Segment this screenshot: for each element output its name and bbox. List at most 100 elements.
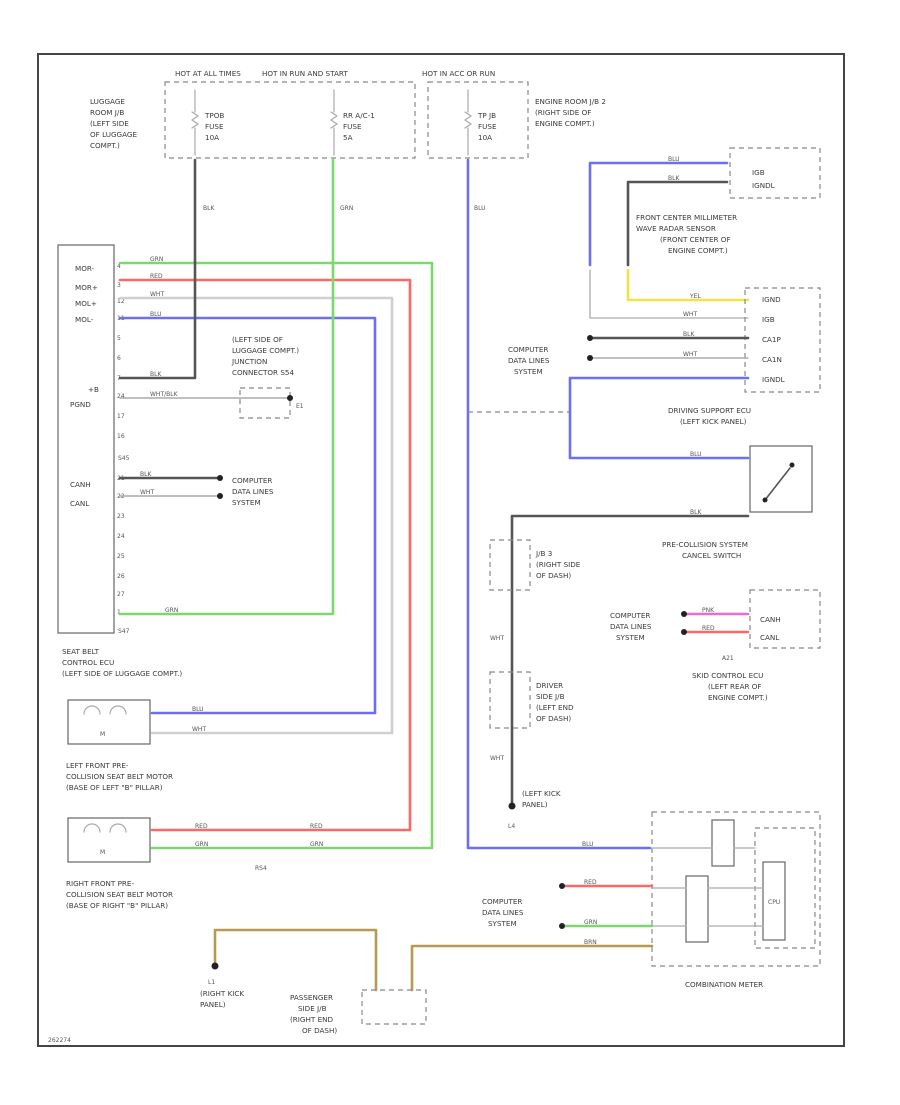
svg-text:COMPUTER: COMPUTER xyxy=(232,476,272,485)
wlabel-wht-5: WHT xyxy=(683,351,697,358)
svg-text:1: 1 xyxy=(117,609,121,616)
meter-internal-wires xyxy=(651,847,764,927)
wlabel-blk-3: BLK xyxy=(668,175,680,182)
dse-canh-terminal xyxy=(587,335,593,341)
skid-canh-terminal xyxy=(681,611,687,617)
passenger-jb-box xyxy=(361,989,427,1025)
svg-text:(BASE OF RIGHT "B" PILLAR): (BASE OF RIGHT "B" PILLAR) xyxy=(66,901,168,910)
jb3-box xyxy=(489,539,531,591)
svg-text:JUNCTION: JUNCTION xyxy=(231,357,267,366)
connector-s45: S45 xyxy=(118,455,130,462)
svg-text:(RIGHT END: (RIGHT END xyxy=(290,1015,333,1024)
svg-text:FUSE: FUSE xyxy=(205,122,224,131)
svg-text:(FRONT CENTER OF: (FRONT CENTER OF xyxy=(660,235,731,244)
wlabel-blk-5: BLK xyxy=(690,509,702,516)
wire-blk-mm xyxy=(626,180,729,267)
svg-text:26: 26 xyxy=(117,573,125,580)
engine-jb-box xyxy=(427,81,529,159)
junction-pin: E1 xyxy=(296,403,304,410)
fuse-symbol-1 xyxy=(191,89,199,156)
dse-pin-igb: IGB xyxy=(762,315,775,324)
mm-wave-sensor-box xyxy=(729,147,821,199)
svg-text:DRIVER: DRIVER xyxy=(536,681,563,690)
luggage-jb-box xyxy=(164,81,416,159)
meter-cpu-label: CPU xyxy=(768,899,780,906)
wlabel-red-5: RED xyxy=(584,879,597,886)
svg-text:COMPUTER: COMPUTER xyxy=(508,345,548,354)
svg-text:CANCEL SWITCH: CANCEL SWITCH xyxy=(682,551,741,560)
junction-connector-box xyxy=(239,387,291,419)
svg-text:4: 4 xyxy=(117,263,121,270)
svg-text:DATA LINES: DATA LINES xyxy=(508,356,550,365)
pcs-cancel-switch-box xyxy=(749,445,813,513)
svg-text:J/B 3: J/B 3 xyxy=(535,549,552,558)
svg-text:OF DASH): OF DASH) xyxy=(302,1026,337,1035)
seat-belt-ecu-label: SEAT BELT CONTROL ECU (LEFT SIDE OF LUGG… xyxy=(62,647,182,678)
fuse-symbol-2 xyxy=(330,89,338,156)
svg-text:10A: 10A xyxy=(205,133,219,142)
combination-meter-box xyxy=(651,811,821,967)
svg-text:(LEFT KICK: (LEFT KICK xyxy=(522,789,561,798)
wire-brn-ground xyxy=(213,928,378,992)
svg-text:SYSTEM: SYSTEM xyxy=(514,367,543,376)
svg-text:25: 25 xyxy=(117,553,125,560)
svg-text:TP JB: TP JB xyxy=(477,111,496,120)
svg-text:3: 3 xyxy=(117,282,121,289)
right-kick-ground xyxy=(211,962,219,970)
wire-blk-pcs xyxy=(510,514,750,807)
right-kick-conn: L1 xyxy=(208,979,215,986)
luggage-room-jb-label: LUGGAGE ROOM J/B (LEFT SIDE OF LUGGAGE C… xyxy=(90,97,137,150)
svg-text:(RIGHT KICK: (RIGHT KICK xyxy=(200,989,244,998)
svg-text:MOR+: MOR+ xyxy=(75,283,98,292)
source-hot-at-all-times: HOT AT ALL TIMES xyxy=(175,69,241,78)
svg-text:SIDE J/B: SIDE J/B xyxy=(536,692,565,701)
svg-text:DATA LINES: DATA LINES xyxy=(232,487,274,496)
pcs-switch-symbol xyxy=(764,467,791,501)
wlabel-whtblk-1: WHT/BLK xyxy=(150,391,179,398)
svg-text:SKID CONTROL ECU: SKID CONTROL ECU xyxy=(692,671,763,680)
svg-text:MOR-: MOR- xyxy=(75,264,95,273)
wlabel-blk-2: BLK xyxy=(140,471,152,478)
left-motor-box xyxy=(67,699,151,745)
jb3-label: J/B 3 (RIGHT SIDE OF DASH) xyxy=(535,549,581,580)
wire-wht-mm xyxy=(589,269,749,319)
svg-text:(LEFT KICK PANEL): (LEFT KICK PANEL) xyxy=(680,417,747,426)
connector-rs4: RS4 xyxy=(255,865,267,872)
driver-side-jb-box xyxy=(489,671,531,729)
wlabel-wht-2: WHT xyxy=(140,489,154,496)
svg-text:FUSE: FUSE xyxy=(343,122,362,131)
meter-resistor xyxy=(711,819,735,867)
svg-text:(LEFT SIDE OF: (LEFT SIDE OF xyxy=(232,335,283,344)
mm-pin-igndl: IGNDL xyxy=(752,181,775,190)
wire-blu-mol-minus xyxy=(118,316,377,715)
left-motor-symbol xyxy=(83,705,127,715)
svg-text:17: 17 xyxy=(117,413,125,420)
svg-text:OF DASH): OF DASH) xyxy=(536,571,571,580)
wlabel-blu-5: BLU xyxy=(690,451,702,458)
wlabel-red-1: RED xyxy=(150,273,163,280)
svg-text:OF DASH): OF DASH) xyxy=(536,714,571,723)
seat-belt-ecu-pins: MOR- MOR+ MOL+ MOL- +B PGND CANH CANL xyxy=(70,264,99,508)
driving-support-ecu-box xyxy=(744,287,821,393)
wlabel-wht-3: WHT xyxy=(192,726,206,733)
left-kick-label: (LEFT KICK PANEL) xyxy=(522,789,561,809)
svg-text:RR A/C-1: RR A/C-1 xyxy=(343,111,375,120)
dse-pin-ca1p: CA1P xyxy=(762,335,782,344)
svg-text:12: 12 xyxy=(117,298,125,305)
mm-wave-sensor-label: FRONT CENTER MILLIMETER WAVE RADAR SENSO… xyxy=(636,213,737,255)
svg-text:LUGGAGE COMPT.): LUGGAGE COMPT.) xyxy=(232,346,299,355)
dse-pin-ignd: IGND xyxy=(762,295,781,304)
right-kick-label: (RIGHT KICK PANEL) xyxy=(200,989,244,1009)
skid-conn: A21 xyxy=(722,655,734,662)
wlabel-blu-6: BLU xyxy=(474,205,486,212)
wlabel-pnk: PNK xyxy=(702,607,715,614)
wlabel-blk-4: BLK xyxy=(683,331,695,338)
svg-text:CANH: CANH xyxy=(70,480,91,489)
wire-blu-mm xyxy=(588,161,729,267)
wlabel-grn-5: GRN xyxy=(584,919,597,926)
wlabel-blu-2: BLU xyxy=(192,706,204,713)
wire-brn-meter xyxy=(410,944,654,992)
svg-text:COLLISION SEAT BELT MOTOR: COLLISION SEAT BELT MOTOR xyxy=(66,890,173,899)
wire-wht-mol-plus xyxy=(118,296,394,735)
